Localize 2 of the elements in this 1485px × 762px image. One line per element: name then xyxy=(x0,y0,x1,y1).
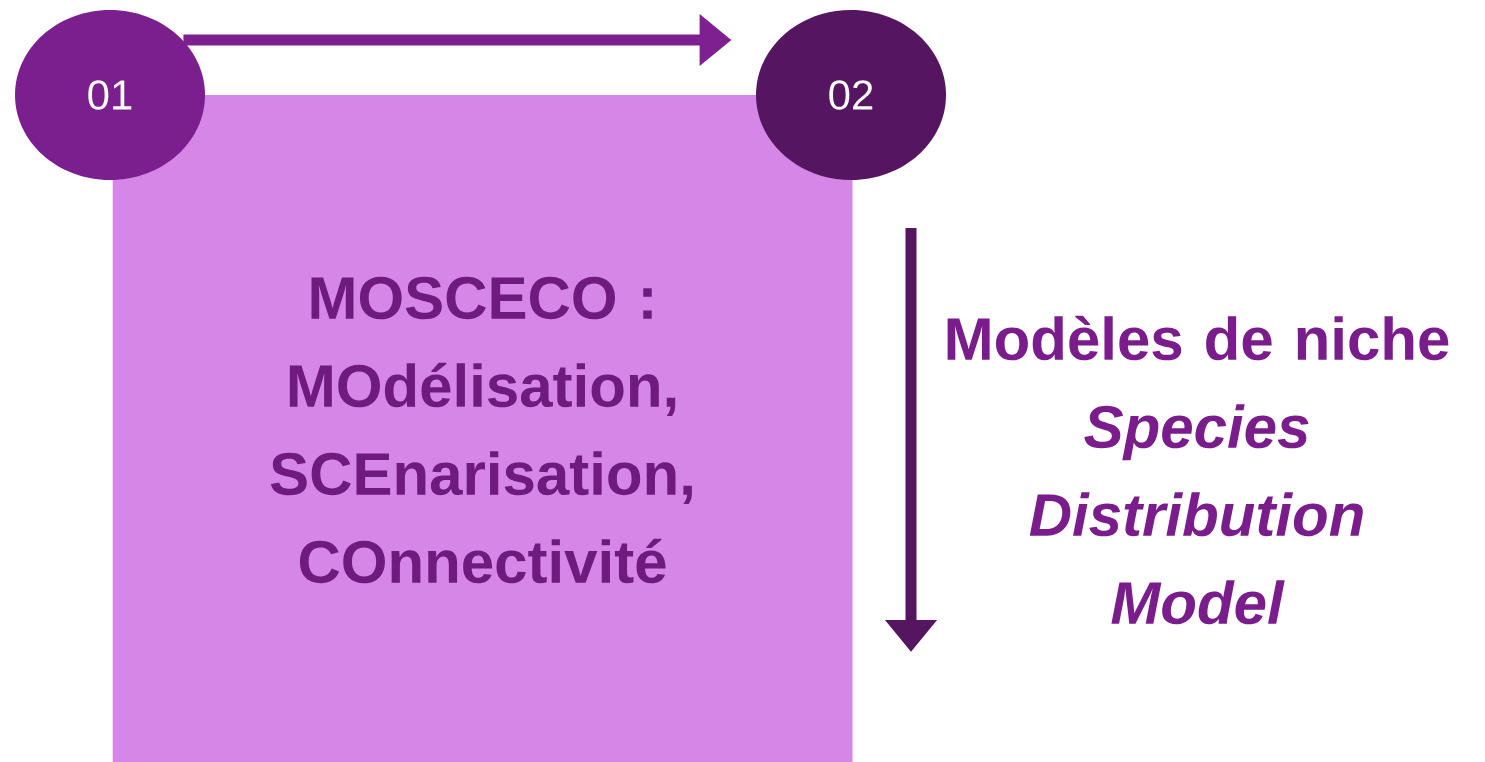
description-text: Modèles de niche Species Distribution Model xyxy=(947,315,1449,625)
node-label: MOSCECO : MOdélisation, SCEnarisation, COnnectivité xyxy=(270,276,692,584)
